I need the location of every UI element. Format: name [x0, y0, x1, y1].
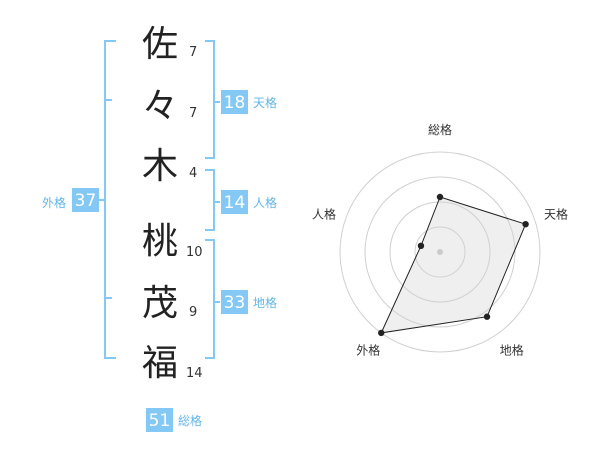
radar-ring	[414, 226, 466, 278]
chikaku-label: 地格	[253, 295, 277, 310]
radar-point	[483, 313, 491, 320]
radar-ring	[389, 201, 491, 303]
gaikaku-value: 37	[75, 191, 97, 211]
stroke-count: 10	[186, 245, 203, 260]
name-char: 々	[142, 86, 178, 127]
chikaku-value: 33	[224, 293, 246, 313]
radar-point	[417, 242, 425, 250]
name-char: 福	[142, 343, 178, 384]
radar-ring	[364, 176, 516, 328]
radar-axis-label: 総格	[428, 122, 452, 137]
radar-axis-label: 人格	[312, 206, 336, 221]
radar-ring	[339, 151, 541, 353]
stroke-count: 7	[189, 106, 197, 121]
radar-point	[378, 329, 385, 337]
radar-polygon	[380, 196, 527, 334]
jinkaku-label: 人格	[253, 195, 277, 210]
radar-axis-label: 外格	[356, 343, 380, 358]
stroke-count: 7	[189, 45, 197, 60]
soukaku-box	[146, 408, 173, 432]
jinkaku-value: 14	[224, 193, 246, 213]
gaikaku-bracket	[99, 40, 116, 359]
name-char: 佐	[142, 24, 178, 65]
stroke-count: 14	[186, 366, 203, 381]
name-char: 茂	[142, 283, 178, 324]
tenkaku-box	[221, 90, 248, 114]
radar-point	[436, 193, 444, 201]
soukaku-label: 総格	[178, 413, 202, 428]
radar-axis-label: 地格	[500, 343, 524, 358]
jinkaku-bracket	[205, 169, 220, 231]
radar-axis-label: 天格	[544, 206, 568, 221]
chikaku-bracket	[205, 239, 220, 359]
tenkaku-label: 天格	[253, 95, 277, 110]
tenkaku-bracket	[205, 40, 220, 159]
gaikaku-label: 外格	[42, 195, 66, 210]
tenkaku-value: 18	[224, 93, 246, 113]
gaikaku-box	[72, 188, 99, 212]
radar-center	[437, 249, 443, 255]
stroke-count: 4	[189, 166, 197, 181]
name-char: 木	[142, 146, 178, 187]
name-panel: 佐 々 木 桃 茂 福 7 7 4 10 9 14 18 天格 14 人格 33…	[42, 24, 277, 432]
name-char: 桃	[142, 221, 178, 262]
soukaku-value: 51	[149, 411, 171, 431]
chikaku-box	[221, 290, 248, 314]
jinkaku-box	[221, 190, 248, 214]
stroke-count: 9	[189, 305, 197, 320]
radar-point	[522, 220, 529, 228]
